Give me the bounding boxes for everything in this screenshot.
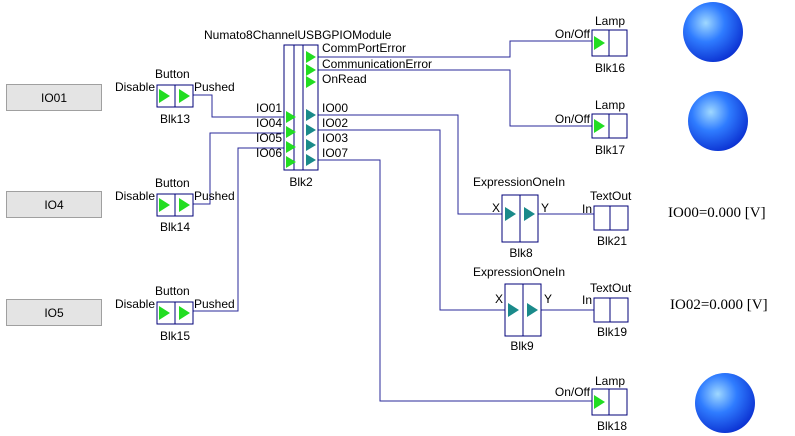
- blk15-out: Pushed: [194, 297, 235, 311]
- blk9-in: X: [495, 292, 503, 306]
- blk18-type: Lamp: [595, 374, 625, 388]
- blk2-out-io07: IO07: [322, 146, 348, 160]
- blk2-name: Blk2: [289, 175, 313, 189]
- blk13-name: Blk13: [160, 112, 190, 126]
- wire-commerror-blk17: [318, 69, 593, 127]
- blk2-in-io06: IO06: [256, 146, 282, 160]
- lamp-block-blk17[interactable]: Lamp On/Off Blk17: [555, 98, 628, 157]
- io01-button[interactable]: IO01: [6, 84, 102, 111]
- button-block-blk14[interactable]: Button Disable Pushed Blk14: [115, 176, 235, 234]
- blk16-type: Lamp: [595, 14, 625, 28]
- blk2-out-io02: IO02: [322, 116, 348, 130]
- blk18-name: Blk18: [597, 419, 627, 433]
- blk2-out-communicationerror: CommunicationError: [322, 57, 432, 71]
- wire-blk13-io01: [192, 94, 286, 118]
- lamp-block-blk18[interactable]: Lamp On/Off Blk18: [555, 374, 628, 433]
- blk2-in-io04: IO04: [256, 116, 282, 130]
- blk8-out: Y: [541, 201, 549, 215]
- blk2-in-io01: IO01: [256, 101, 282, 115]
- io5-button[interactable]: IO5: [6, 299, 102, 326]
- blk17-type: Lamp: [595, 98, 625, 112]
- blk14-type: Button: [155, 176, 190, 190]
- blk2-out-commporterror: CommPortError: [322, 41, 406, 55]
- blk17-in: On/Off: [555, 112, 591, 126]
- expression-block-blk8[interactable]: ExpressionOneIn X Y Blk8: [473, 175, 565, 260]
- blk19-type: TextOut: [590, 281, 632, 295]
- wire-io02-blk9: [318, 129, 507, 311]
- blk16-name: Blk16: [595, 61, 625, 75]
- blk8-type: ExpressionOneIn: [473, 175, 565, 189]
- blk2-type: Numato8ChannelUSBGPIOModule: [204, 28, 392, 42]
- blk9-out: Y: [544, 292, 552, 306]
- blk15-in: Disable: [115, 297, 155, 311]
- blk19-in: In: [582, 293, 592, 307]
- wire-io00-blk8: [318, 114, 504, 215]
- blk15-type: Button: [155, 284, 190, 298]
- blk13-type: Button: [155, 67, 190, 81]
- wires: [192, 40, 596, 402]
- blk13-out: Pushed: [194, 80, 235, 94]
- blk13-in: Disable: [115, 80, 155, 94]
- wire-blk14-io05: [192, 132, 286, 205]
- lamp-indicator-2: [688, 91, 748, 151]
- blk18-in: On/Off: [555, 385, 591, 399]
- readout-io02: IO02=0.000 [V]: [670, 297, 768, 313]
- blk14-out: Pushed: [194, 189, 235, 203]
- blk2-out-io00: IO00: [322, 101, 348, 115]
- io4-button[interactable]: IO4: [6, 191, 102, 218]
- blk8-in: X: [492, 201, 500, 215]
- textout-block-blk21[interactable]: TextOut In Blk21: [582, 189, 632, 248]
- blk9-name: Blk9: [510, 339, 534, 353]
- wire-commporterror-blk16: [318, 40, 593, 58]
- blk16-in: On/Off: [555, 27, 591, 41]
- blk21-in: In: [582, 202, 592, 216]
- blk21-name: Blk21: [597, 234, 627, 248]
- blk14-name: Blk14: [160, 220, 190, 234]
- blk15-name: Blk15: [160, 329, 190, 343]
- textout-block-blk19[interactable]: TextOut In Blk19: [582, 281, 632, 339]
- blk2-out-io03: IO03: [322, 131, 348, 145]
- lamp-block-blk16[interactable]: Lamp On/Off Blk16: [555, 14, 628, 75]
- lamp-indicator-3: [695, 373, 755, 433]
- blk2-out-onread: OnRead: [322, 72, 367, 86]
- blk8-name: Blk8: [509, 246, 533, 260]
- blk19-name: Blk19: [597, 325, 627, 339]
- blk9-type: ExpressionOneIn: [473, 265, 565, 279]
- wire-io07-blk18: [318, 159, 593, 402]
- wire-blk15-io06: [192, 147, 286, 312]
- blk17-name: Blk17: [595, 143, 625, 157]
- blk14-in: Disable: [115, 189, 155, 203]
- expression-block-blk9[interactable]: ExpressionOneIn X Y Blk9: [473, 265, 565, 353]
- gpio-block-blk2[interactable]: Numato8ChannelUSBGPIOModule Blk2 IO01 IO…: [204, 28, 432, 189]
- blk2-in-io05: IO05: [256, 131, 282, 145]
- blk21-type: TextOut: [590, 189, 632, 203]
- button-block-blk13[interactable]: Button Disable Pushed Blk13: [115, 67, 235, 126]
- lamp-indicator-1: [683, 2, 743, 62]
- button-block-blk15[interactable]: Button Disable Pushed Blk15: [115, 284, 235, 343]
- readout-io00: IO00=0.000 [V]: [668, 205, 766, 221]
